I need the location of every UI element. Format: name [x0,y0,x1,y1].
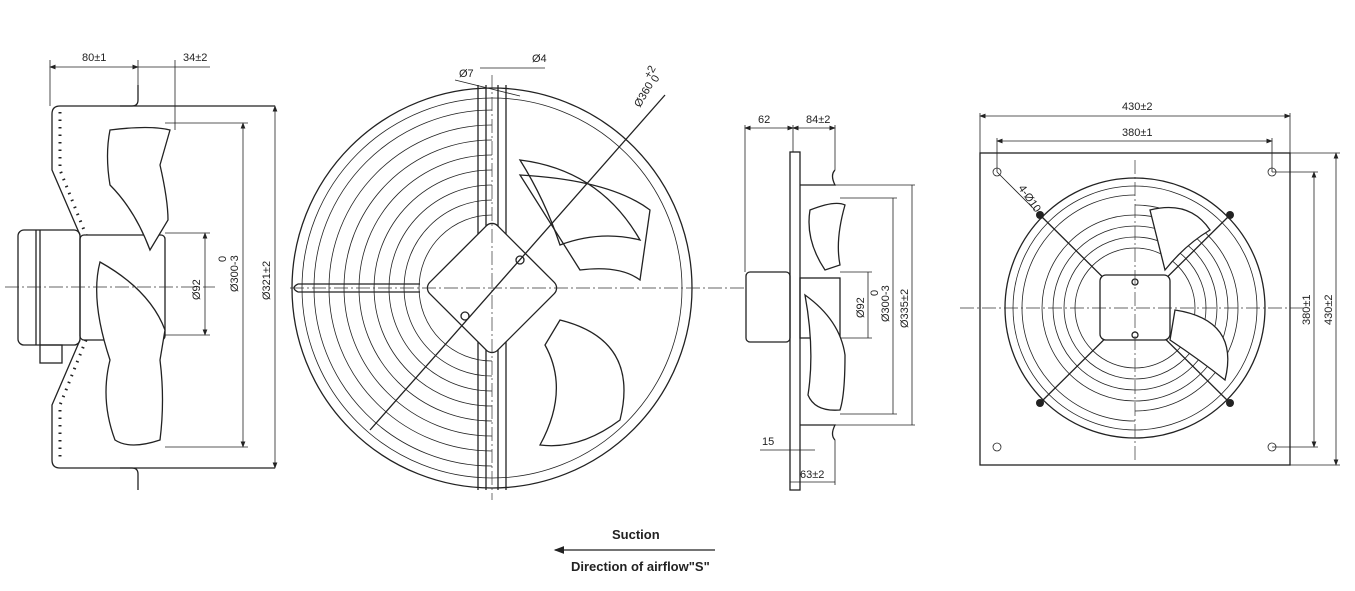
dim-tolerance: 0 [217,256,229,262]
square-plate [979,152,1291,466]
dim-tolerance: 0 [649,73,662,84]
dim-hole-label: Ø7 [459,68,474,80]
cable-gland [39,344,63,364]
plate-view: 430±2 380±1 4-Ø10 380±1 430±2 [960,101,1340,466]
mounting-plate [789,151,801,491]
dim-width-label: 430±2 [1122,101,1153,113]
side-view-right: 62 84±2 Ø92 Ø300-3 0 Ø335±2 15 63±2 [744,114,915,491]
airflow-legend: Suction Direction of airflow"S" [553,527,715,574]
motor-terminal-box [17,229,81,346]
fan-blade [96,261,166,446]
dim-hub-label: Ø92 [855,297,867,318]
dim-ring-label: 63±2 [800,469,824,481]
dim-housing-label: Ø335±2 [899,289,911,328]
fan-blade [106,126,171,252]
motor-terminal-box [745,271,791,343]
dim-hole-spacing-label: 380±1 [1122,127,1153,139]
dim-housing-label: Ø321±2 [261,261,273,300]
fan-blade [808,202,846,271]
dim-blade-label: 34±2 [183,52,207,64]
fan-blade [538,319,625,447]
dim-wire-label: Ø4 [532,53,547,65]
dim-height-label: 430±2 [1323,294,1335,325]
side-view-left: 80±1 34±2 Ø92 Ø300-3 0 Ø321±2 [5,52,278,490]
airflow-direction-label: Direction of airflow"S" [571,559,710,574]
fan-blade [1169,309,1229,382]
dim-hub-label: Ø92 [191,279,203,300]
fan-blade [804,293,846,411]
dim-tolerance: 0 [869,290,881,296]
dim-blade-dia-label: Ø300-3 [880,285,892,322]
dim-depth-label: 84±2 [806,114,830,126]
dim-blade-dia-label: Ø300-3 [229,255,241,292]
dim-hole-spacing-v-label: 380±1 [1301,294,1313,325]
fan-blade [1149,206,1211,272]
dim-depth-label: 80±1 [82,52,106,64]
dim-motor-label: 62 [758,114,770,126]
dim-outer-label: Ø360 [632,80,656,109]
suction-label: Suction [612,527,660,542]
dim-plate-label: 15 [762,436,774,448]
dim-tolerance: +2 [642,64,659,81]
dim-holes-label: 4-Ø10 [1016,183,1043,215]
front-view: Ø7 Ø4 Ø360 +2 0 [290,53,745,500]
fan-blade [518,159,642,246]
